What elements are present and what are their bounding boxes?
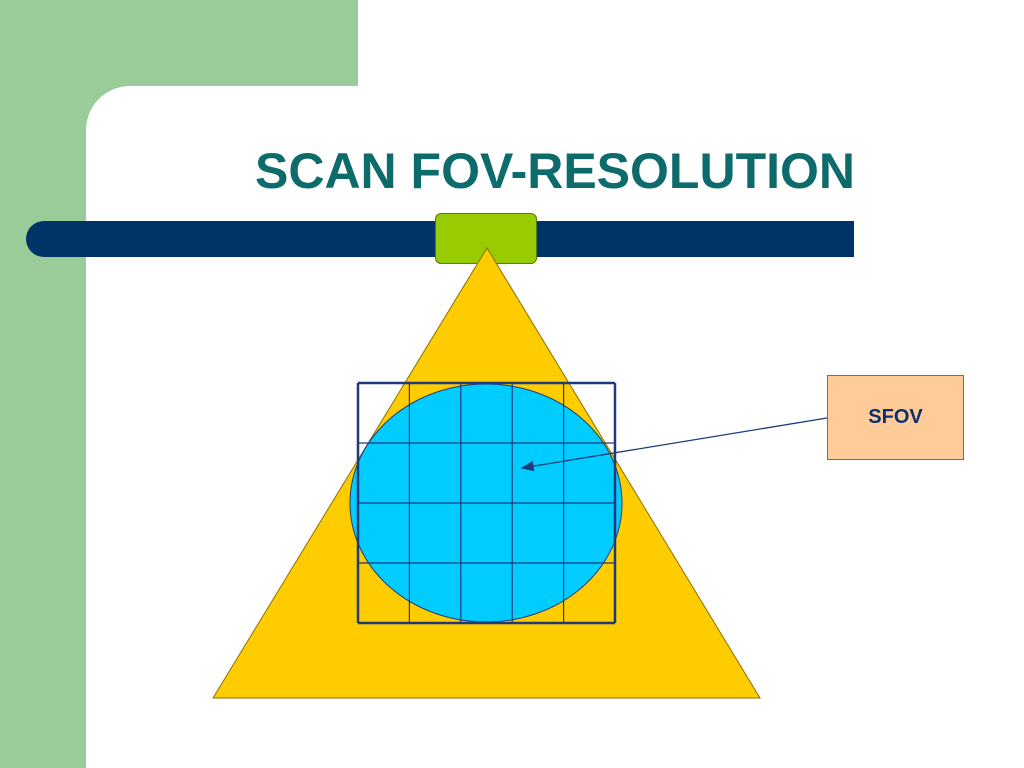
slide-title: SCAN FOV-RESOLUTION <box>254 143 856 199</box>
pixel-grid <box>356 381 617 625</box>
callout-arrow <box>520 417 828 472</box>
sfov-label: SFOV <box>868 406 923 428</box>
sfov-callout: SFOV <box>827 375 964 460</box>
